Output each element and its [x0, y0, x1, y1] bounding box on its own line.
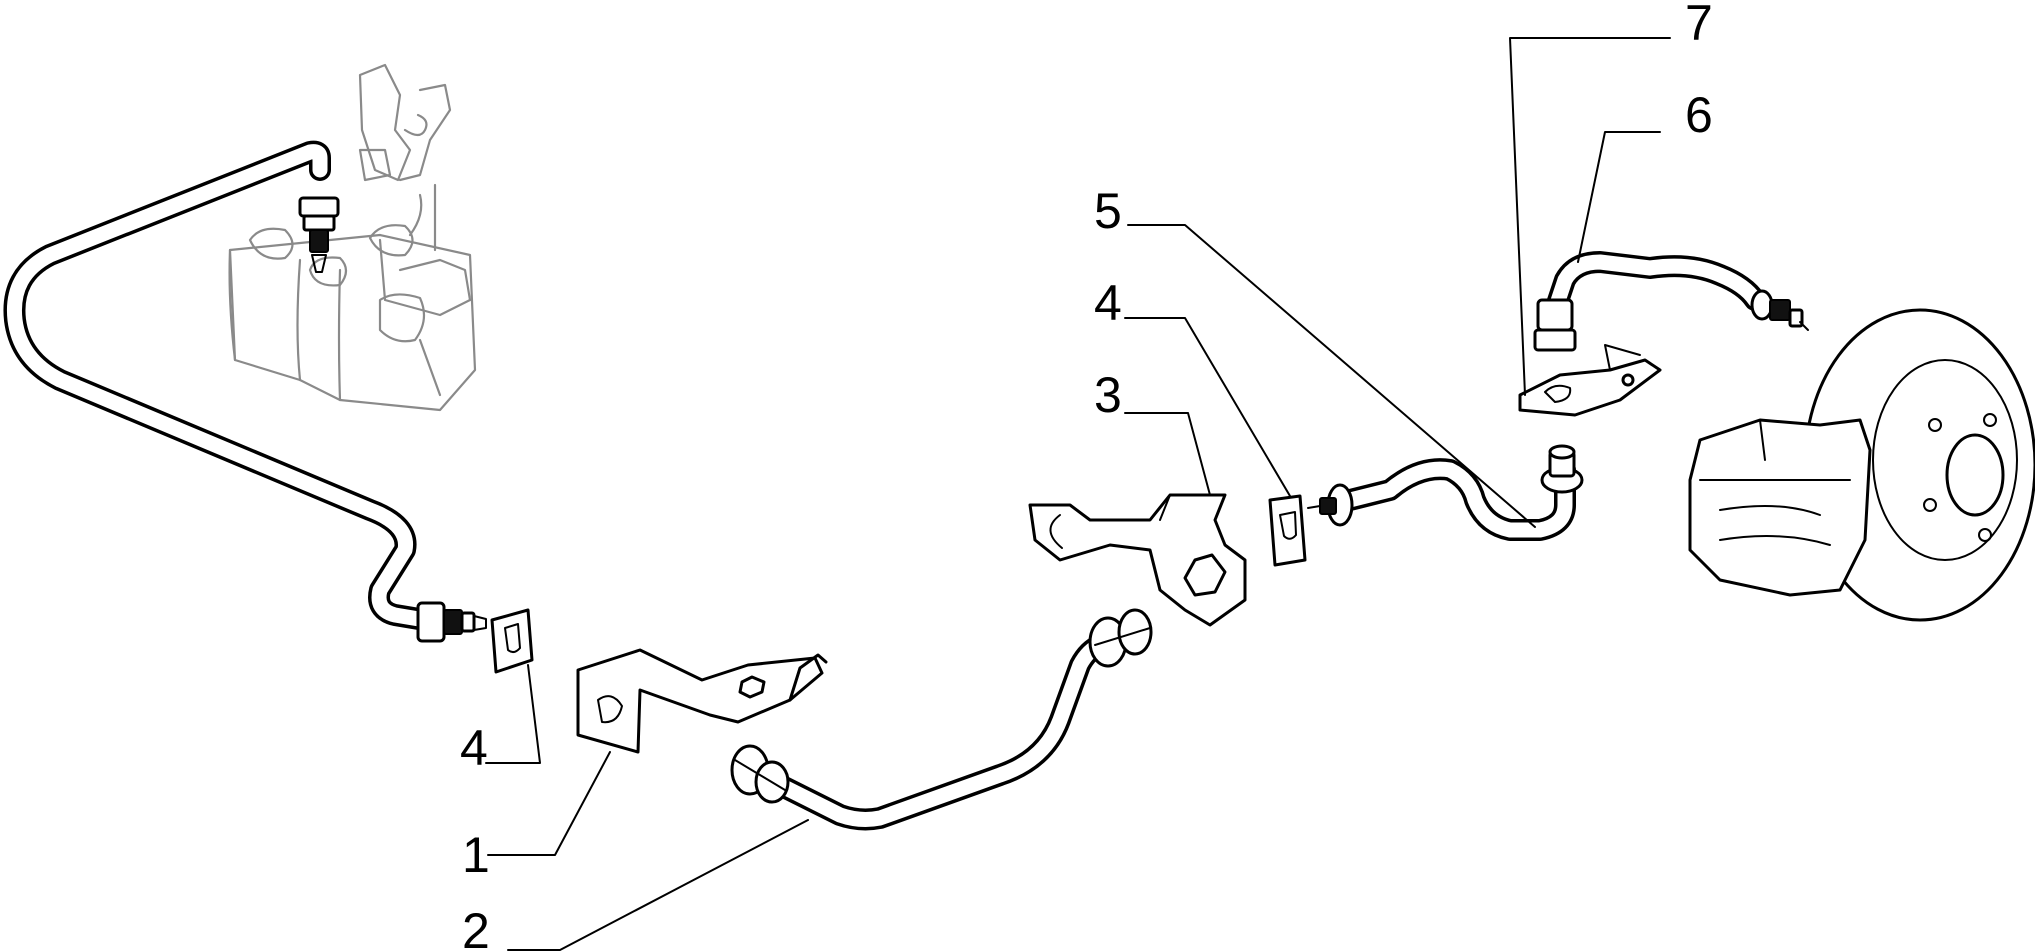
retaining-clip-left [490, 608, 534, 674]
rigid-brake-pipe-long [3, 140, 436, 631]
callout-labels: 1 2 3 4 4 5 6 7 [460, 0, 1713, 951]
pipe-fitting-2-lower [730, 744, 790, 804]
callout-1: 1 [462, 827, 490, 883]
leader-3 [1124, 412, 1211, 496]
hose-fitting-6-left [1533, 298, 1577, 352]
brake-regulator-ghost [228, 63, 477, 412]
pipe-fitting-5-right [1540, 444, 1584, 494]
leader-1 [487, 751, 611, 856]
pipe-fitting-5-left [1307, 483, 1354, 527]
callout-3: 3 [1094, 367, 1122, 423]
callout-2: 2 [462, 903, 490, 951]
callout-4-right: 4 [1094, 275, 1122, 331]
leader-5 [1127, 224, 1536, 528]
retaining-clip-right [1268, 494, 1307, 567]
leader-2 [507, 819, 809, 951]
leader-7 [1509, 37, 1671, 396]
leader-4b [1124, 317, 1291, 497]
mounting-bracket-part-7 [1518, 344, 1662, 417]
pipe-union-lower-left [416, 601, 487, 643]
pipe-union-top [298, 196, 340, 273]
callout-7: 7 [1685, 0, 1713, 51]
pipe-fitting-2-upper [1088, 608, 1153, 668]
rigid-brake-pipe-right [1339, 458, 1576, 541]
leader-6 [1577, 131, 1661, 263]
brake-disc-caliper [1688, 308, 2035, 622]
flexible-brake-hose-part-6 [1544, 251, 1766, 321]
callout-6: 6 [1685, 87, 1713, 143]
callout-5: 5 [1094, 183, 1122, 239]
hose-fitting-6-right [1750, 289, 1809, 331]
pipe-bracket-part-1 [576, 648, 828, 754]
support-plate-part-3 [1028, 493, 1247, 627]
rigid-brake-pipe-middle [759, 634, 1111, 831]
callout-4-left: 4 [460, 720, 488, 776]
leader-lines [485, 37, 1671, 951]
leader-4a [485, 664, 541, 764]
